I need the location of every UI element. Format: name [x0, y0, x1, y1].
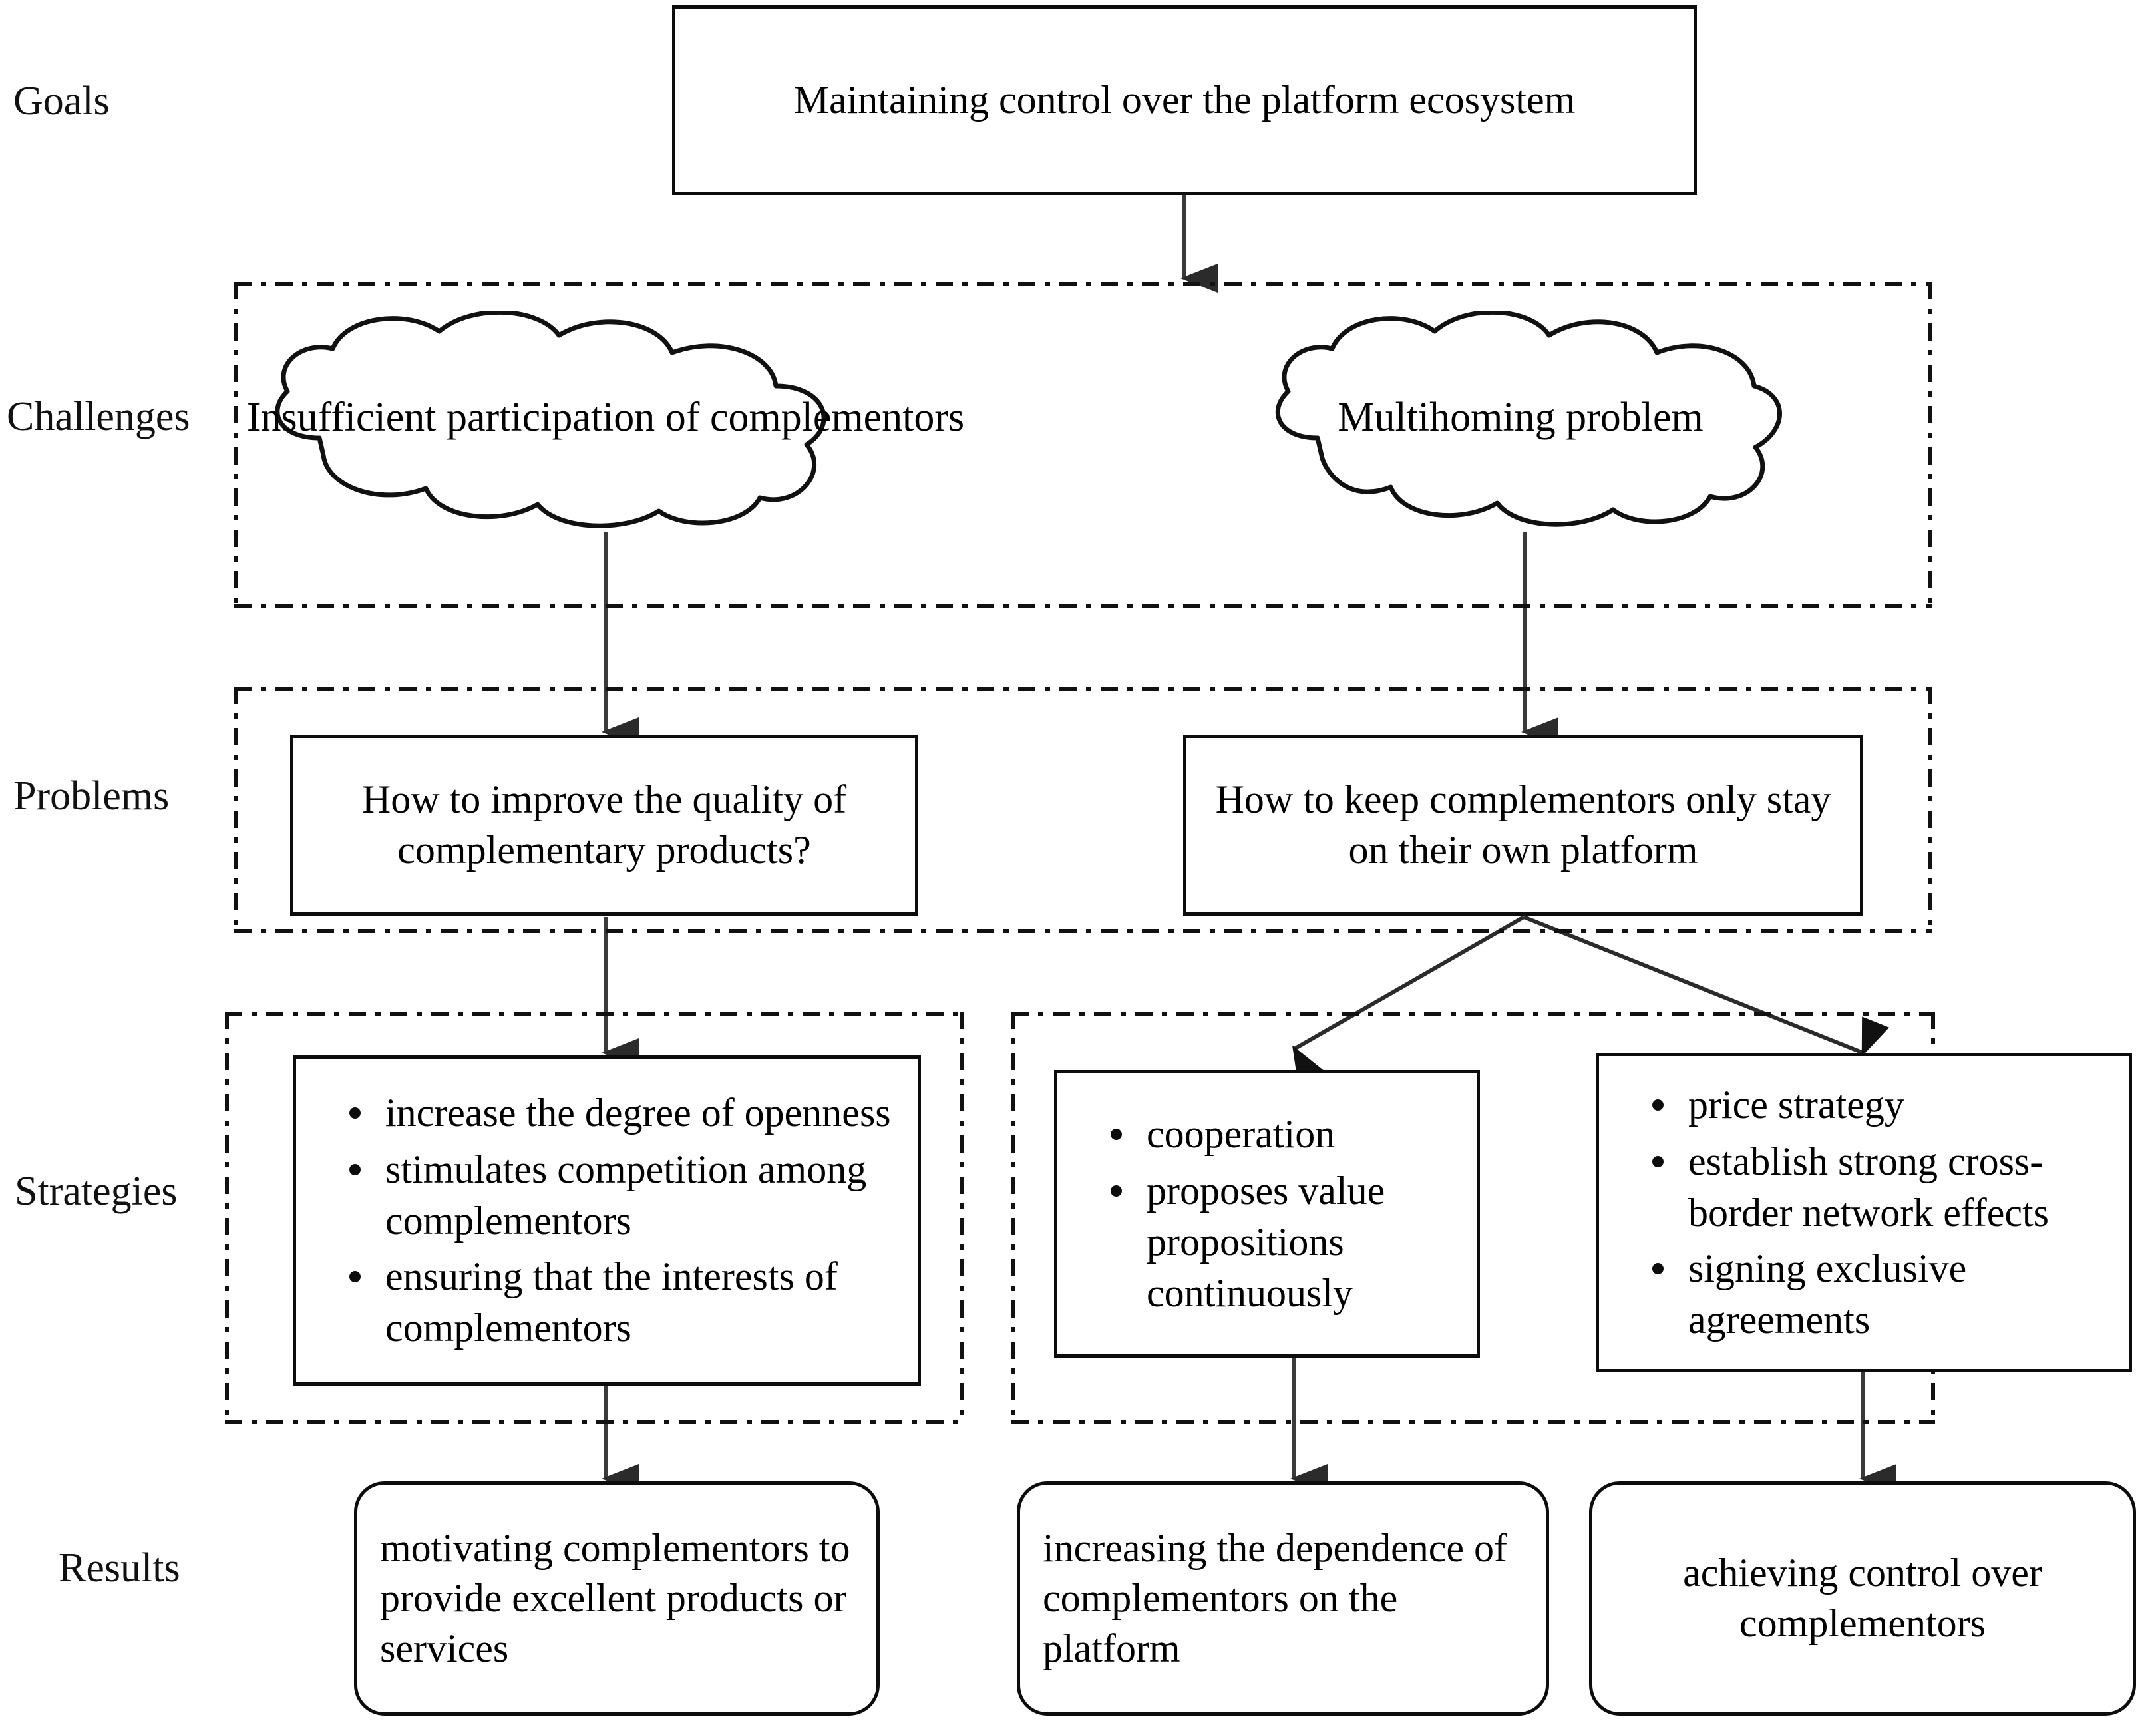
list-item: increase the degree of openness — [347, 1087, 903, 1139]
strategy-box-3[interactable]: price strategy establish strong cross-bo… — [1596, 1053, 2132, 1372]
result-box-1-text: motivating complementors to provide exce… — [380, 1525, 850, 1670]
list-item: stimulates competition among complemento… — [347, 1144, 903, 1246]
row-label-strategies: Strategies — [15, 1169, 178, 1214]
strategy-box-2[interactable]: cooperation proposes value propositions … — [1054, 1070, 1480, 1358]
list-item: ensuring that the interests of complemen… — [347, 1251, 903, 1354]
problem-box-1-text: How to improve the quality of complement… — [361, 777, 847, 872]
row-label-problems: Problems — [13, 773, 170, 819]
row-label-challenges: Challenges — [7, 394, 190, 439]
goals-box-text: Maintaining control over the platform ec… — [793, 77, 1576, 122]
goals-box[interactable]: Maintaining control over the platform ec… — [672, 5, 1697, 195]
strategy-box-1-list: increase the degree of openness stimulat… — [296, 1087, 918, 1354]
list-item: price strategy — [1650, 1079, 2114, 1131]
list-item: cooperation — [1108, 1109, 1462, 1160]
cloud-shape-icon — [275, 309, 826, 528]
result-box-1[interactable]: motivating complementors to provide exce… — [354, 1481, 880, 1716]
row-label-goals: Goals — [13, 79, 110, 124]
cloud-shape-icon — [1275, 309, 1782, 527]
strategy-box-2-list: cooperation proposes value propositions … — [1057, 1109, 1477, 1318]
problem-box-1[interactable]: How to improve the quality of complement… — [290, 735, 918, 916]
challenge-cloud-1[interactable]: Insufficient participation of complement… — [240, 309, 972, 531]
challenge-cloud-1-label: Insufficient participation of complement… — [246, 395, 965, 440]
result-box-2[interactable]: increasing the dependence of complemento… — [1017, 1481, 1549, 1716]
list-item: signing exclusive agreements — [1650, 1243, 2114, 1346]
result-box-3[interactable]: achieving control over complementors — [1589, 1481, 2136, 1716]
row-label-results: Results — [59, 1545, 180, 1591]
problem-box-2[interactable]: How to keep complementors only stay on t… — [1183, 735, 1863, 916]
list-item: establish strong cross-border network ef… — [1650, 1136, 2114, 1239]
result-box-2-text: increasing the dependence of complemento… — [1043, 1525, 1507, 1670]
challenge-cloud-2[interactable]: Multihoming problem — [1244, 309, 1797, 531]
strategy-box-1[interactable]: increase the degree of openness stimulat… — [293, 1055, 921, 1386]
result-box-3-text: achieving control over complementors — [1683, 1551, 2042, 1645]
problem-box-2-text: How to keep complementors only stay on t… — [1215, 777, 1831, 872]
strategy-box-3-list: price strategy establish strong cross-bo… — [1599, 1079, 2129, 1346]
challenge-cloud-2-label: Multihoming problem — [1338, 395, 1704, 440]
list-item: proposes value propositions continuously — [1108, 1165, 1462, 1318]
